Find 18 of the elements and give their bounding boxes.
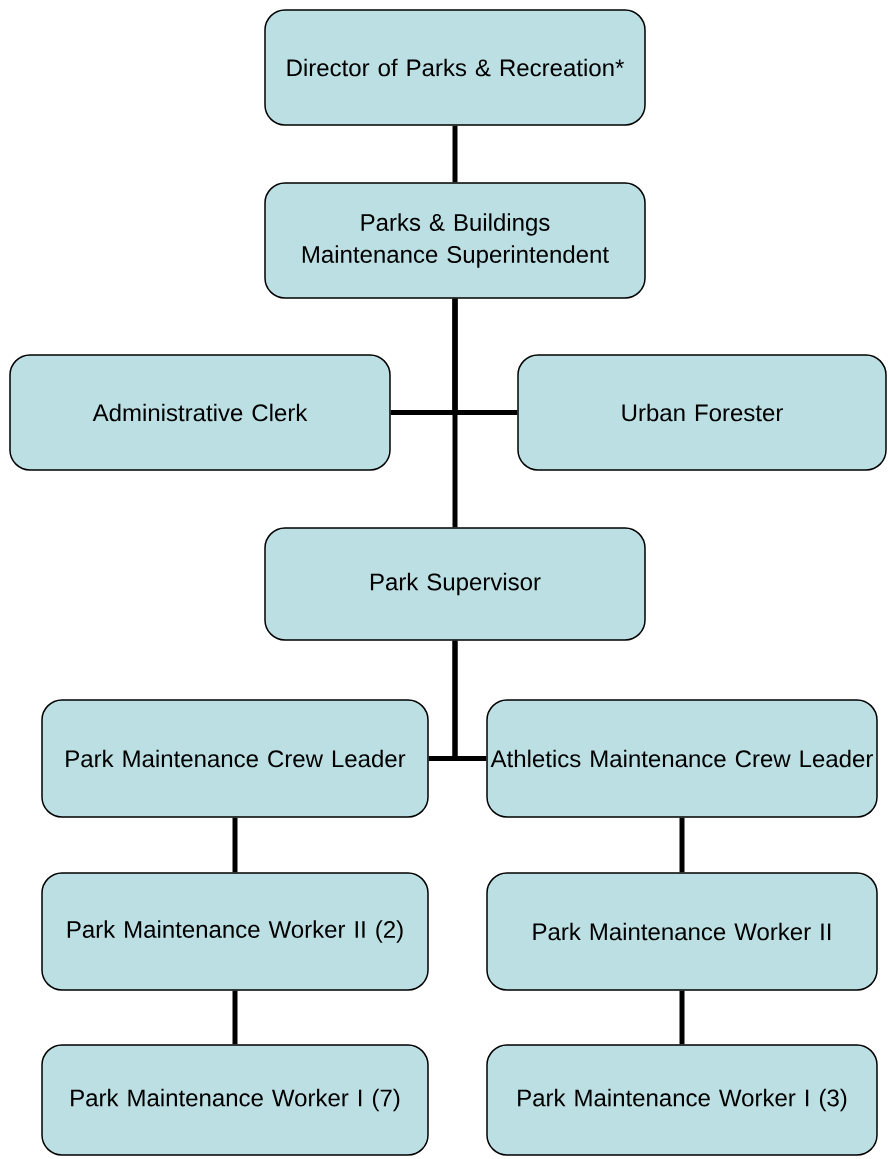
position-box: Urban Forester [517, 354, 887, 471]
position-box: Park Maintenance Worker I (3) [486, 1044, 878, 1156]
position-box: Park Supervisor [264, 527, 646, 641]
position-box: Park Maintenance Worker II [486, 872, 878, 991]
connector-line [679, 817, 685, 873]
connector-line [679, 990, 685, 1045]
position-box: Administrative Clerk [9, 354, 391, 471]
position-box: Parks & Buildings Maintenance Superintendent [264, 182, 646, 299]
position-box: Director of Parks & Recreation* [264, 9, 646, 126]
position-box: Park Maintenance Worker I (7) [41, 1044, 429, 1156]
connector-line [452, 298, 458, 528]
connector-line [232, 817, 238, 873]
position-box: Park Maintenance Worker II (2) [41, 872, 429, 991]
position-box: Athletics Maintenance Crew Leader [486, 699, 878, 818]
connector-line [232, 990, 238, 1045]
connector-line [452, 640, 487, 761]
position-box: Park Maintenance Crew Leader [41, 699, 429, 818]
connector-line [452, 125, 458, 183]
